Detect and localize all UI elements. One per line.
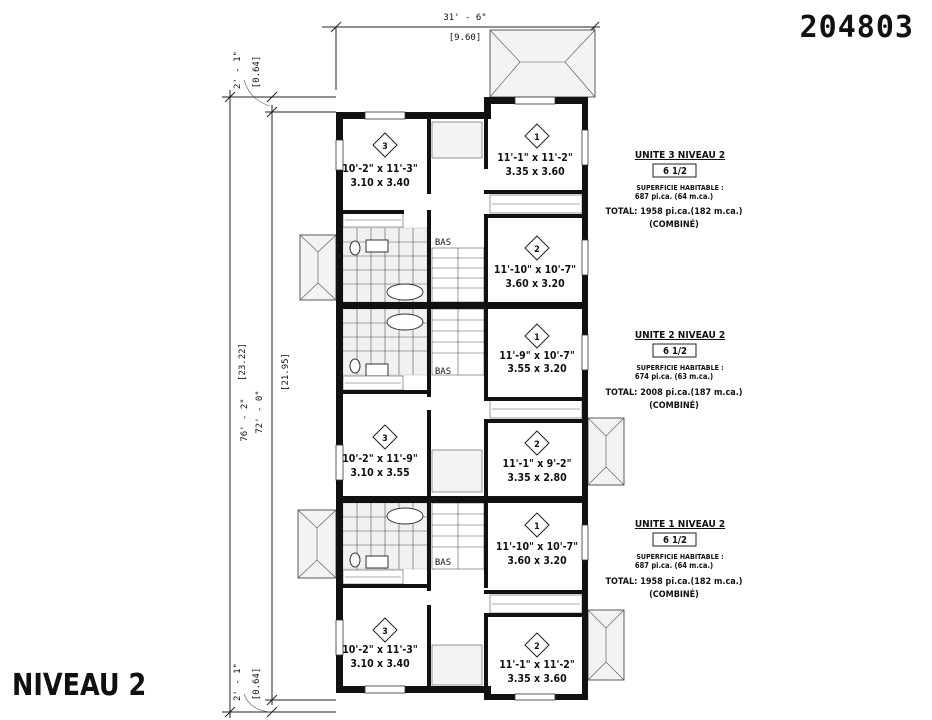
bathrooms <box>342 227 428 570</box>
length-dimensions: 76' - 2" [23.22] 72' - 0" [21.95] 2' - 1… <box>222 51 336 718</box>
offset-top-metric: [0.64] <box>252 56 262 89</box>
total-length-imperial: 76' - 2" <box>240 398 250 441</box>
room-dim-imperial: 11'-9" x 10'-7" <box>499 350 575 362</box>
room-dim-imperial: 10'-2" x 11'-3" <box>342 163 418 175</box>
stairs <box>431 247 485 570</box>
room-number: 1 <box>534 133 540 143</box>
room-dim-metric: 3.55 x 3.20 <box>507 363 567 375</box>
room-dim-metric: 3.35 x 3.60 <box>505 166 565 178</box>
room-dim-metric: 3.60 x 3.20 <box>507 555 567 567</box>
unit-total: TOTAL: 1958 pi.ca.(182 m.ca.) <box>605 577 742 587</box>
room-dim-imperial: 11'-10" x 10'-7" <box>496 541 578 553</box>
room-dim-imperial: 11'-10" x 10'-7" <box>494 264 576 276</box>
room-unit1-3: 3 10'-2" x 11'-3" 3.10 x 3.40 <box>342 617 418 670</box>
room-unit1-2: 2 11'-1" x 11'-2" 3.35 x 3.60 <box>499 632 575 685</box>
unit-info-1: UNITE 1 NIVEAU 2 6 1/2 SUPERFICIE HABITA… <box>605 519 742 600</box>
room-unit2-3: 3 10'-2" x 11'-9" 3.10 x 3.55 <box>342 424 418 479</box>
room-unit2-1: 1 11'-9" x 10'-7" 3.55 x 3.20 <box>499 323 575 375</box>
plan-number: 204803 <box>799 10 914 45</box>
area-label: SUPERFICIE HABITABLE : <box>636 553 723 561</box>
balconies <box>297 29 625 681</box>
room-unit3-3: 3 10'-2" x 11'-3" 3.10 x 3.40 <box>342 132 418 189</box>
windows <box>335 96 589 701</box>
total-length-metric: [23.22] <box>238 343 248 381</box>
unit-title: UNITE 2 NIVEAU 2 <box>635 330 725 341</box>
combined-note: (COMBINÉ) <box>649 399 699 411</box>
room-dim-imperial: 11'-1" x 9'-2" <box>503 458 572 470</box>
room-dim-imperial: 11'-1" x 11'-2" <box>497 152 573 164</box>
unit-info-2: UNITE 2 NIVEAU 2 6 1/2 SUPERFICIE HABITA… <box>605 330 742 411</box>
room-unit3-2: 2 11'-10" x 10'-7" 3.60 x 3.20 <box>494 235 576 290</box>
room-dim-metric: 3.35 x 3.60 <box>507 673 567 685</box>
room-number: 2 <box>534 642 540 652</box>
unit-title: UNITE 1 NIVEAU 2 <box>635 519 725 530</box>
unit-info-3: UNITE 3 NIVEAU 2 6 1/2 SUPERFICIE HABITA… <box>605 150 742 230</box>
room-dim-imperial: 10'-2" x 11'-3" <box>342 644 418 656</box>
building-length-metric: [21.95] <box>281 353 291 391</box>
offset-bottom-imperial: 2' - 1" <box>233 663 243 701</box>
room-dim-metric: 3.10 x 3.40 <box>350 658 410 670</box>
room-dim-metric: 3.35 x 2.80 <box>507 472 567 484</box>
area-label: SUPERFICIE HABITABLE : <box>636 364 723 372</box>
width-imperial: 31' - 6" <box>443 13 486 23</box>
stair-label-unit3: BAS <box>435 238 451 248</box>
unit-total: TOTAL: 1958 pi.ca.(182 m.ca.) <box>605 207 742 217</box>
combined-note: (COMBINÉ) <box>649 588 699 600</box>
unit-type: 6 1/2 <box>663 166 687 177</box>
unit-title: UNITE 3 NIVEAU 2 <box>635 150 725 161</box>
room-dim-metric: 3.10 x 3.55 <box>350 467 409 479</box>
closets <box>342 121 583 686</box>
room-number: 3 <box>382 142 388 152</box>
room-number: 1 <box>534 522 540 532</box>
room-dim-metric: 3.60 x 3.20 <box>505 278 565 290</box>
offset-top-imperial: 2' - 1" <box>233 51 243 89</box>
stair-label-unit1: BAS <box>435 558 451 568</box>
room-unit3-1: 1 11'-1" x 11'-2" 3.35 x 3.60 <box>497 123 573 178</box>
area-label: SUPERFICIE HABITABLE : <box>636 184 723 192</box>
unit-type: 6 1/2 <box>663 346 687 357</box>
level-title: NIVEAU 2 <box>12 668 147 703</box>
room-tags: 3 10'-2" x 11'-3" 3.10 x 3.40 1 11'-1" x… <box>342 123 578 685</box>
stair-label-unit2: BAS <box>435 367 451 377</box>
offset-bottom-metric: [0.64] <box>252 668 262 701</box>
unit-area: 674 pi.ca. (63 m.ca.) <box>635 372 713 381</box>
room-number: 2 <box>534 245 540 255</box>
width-metric: [9.60] <box>449 33 482 43</box>
unit-type: 6 1/2 <box>663 535 687 546</box>
room-dim-metric: 3.10 x 3.40 <box>350 177 410 189</box>
unit-area: 687 pi.ca. (64 m.ca.) <box>635 192 713 201</box>
room-number: 3 <box>382 434 388 444</box>
unit-total: TOTAL: 2008 pi.ca.(187 m.ca.) <box>605 388 742 398</box>
room-number: 3 <box>382 627 388 637</box>
combined-note: (COMBINÉ) <box>649 218 699 230</box>
walls <box>336 97 588 700</box>
room-dim-imperial: 11'-1" x 11'-2" <box>499 659 575 671</box>
room-unit1-1: 1 11'-10" x 10'-7" 3.60 x 3.20 <box>496 512 578 567</box>
building-length-imperial: 72' - 0" <box>255 390 265 433</box>
room-dim-imperial: 10'-2" x 11'-9" <box>342 453 418 465</box>
room-unit2-2: 2 11'-1" x 9'-2" 3.35 x 2.80 <box>503 430 572 484</box>
room-number: 1 <box>534 333 540 343</box>
room-number: 2 <box>534 440 540 450</box>
unit-area: 687 pi.ca. (64 m.ca.) <box>635 561 713 570</box>
